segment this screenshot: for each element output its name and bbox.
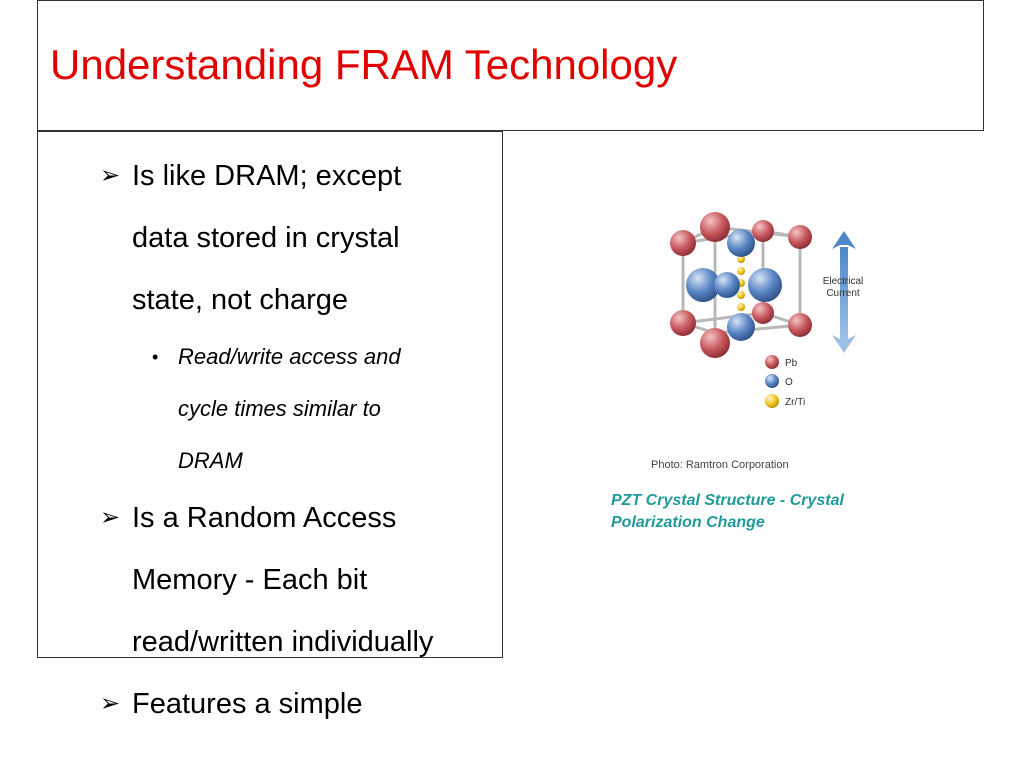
bullet-simple: ➢ Features a simple xyxy=(100,673,500,735)
bullet-line: Is a Random Access xyxy=(132,502,397,534)
slide-title: Understanding FRAM Technology xyxy=(50,41,678,88)
photo-credit: Photo: Ramtron Corporation xyxy=(651,459,789,471)
bullet-random-access: ➢ Is a Random Access Memory - Each bit r… xyxy=(100,487,500,673)
bullet-line: Features a simple xyxy=(132,688,363,720)
subbullet-line: DRAM xyxy=(178,448,243,473)
bullet-line: Is like DRAM; except xyxy=(132,160,402,192)
pb-atoms xyxy=(670,212,812,358)
pzt-crystal-figure: Electrical Current Pb O Zr/Ti xyxy=(670,212,864,408)
subbullet-line: Read/write access and xyxy=(178,344,401,369)
arrow-label: Current xyxy=(826,288,860,299)
title-box: Understanding FRAM Technology xyxy=(37,0,984,131)
arrow-bullet-icon: ➢ xyxy=(100,690,121,717)
subbullet-access: • Read/write access and cycle times simi… xyxy=(152,331,500,487)
legend-o: O xyxy=(785,377,793,388)
body-frame xyxy=(37,131,503,658)
bullet-line: Memory - Each bit xyxy=(132,564,368,596)
arrow-label: Electrical xyxy=(823,276,864,287)
bullet-line: data stored in crystal xyxy=(132,222,400,254)
legend-pb: Pb xyxy=(785,358,798,369)
arrow-bullet-icon: ➢ xyxy=(100,162,121,189)
bullet-list: ➢ Is like DRAM; except data stored in cr… xyxy=(100,145,500,735)
figure-caption: PZT Crystal Structure - Crystal Polariza… xyxy=(611,490,941,534)
bullet-line: read/written individually xyxy=(132,626,434,658)
dot-bullet-icon: • xyxy=(152,347,159,367)
arrow-bullet-icon: ➢ xyxy=(100,504,121,531)
subbullet-line: cycle times similar to xyxy=(178,396,381,421)
bullet-dram: ➢ Is like DRAM; except data stored in cr… xyxy=(100,145,500,331)
legend-zr-ti: Zr/Ti xyxy=(785,397,805,408)
atom-legend: Pb O Zr/Ti xyxy=(765,355,805,408)
zr-ti-chain xyxy=(737,255,745,311)
o-atoms xyxy=(686,229,782,341)
caption-line: Polarization Change xyxy=(611,514,765,531)
caption-line: PZT Crystal Structure - Crystal xyxy=(611,492,844,509)
bullet-line: state, not charge xyxy=(132,284,349,316)
current-arrow-icon xyxy=(832,231,856,353)
